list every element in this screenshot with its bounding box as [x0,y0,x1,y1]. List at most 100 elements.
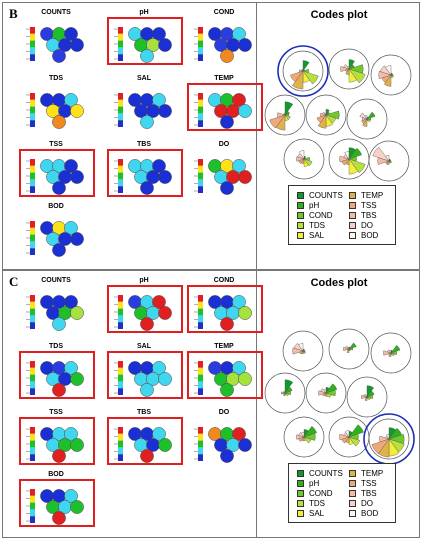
colorbar-segment [30,179,35,187]
map-unit [70,104,84,118]
map-title: TEMP [214,343,234,350]
codebook-wedge [284,386,293,394]
colorbar-segment [30,433,35,441]
codebook-wedge [343,346,350,352]
map-unit [52,383,66,397]
legend-item: COUNTS [297,191,343,201]
colorbar-segment [198,374,203,382]
colorbar-segment [118,33,123,41]
codebook-wedge [385,155,390,162]
codebook-wedge [284,392,289,397]
colorbar-segment [30,54,35,61]
codebook-wedge [365,394,368,398]
codebook-wedge [292,347,304,355]
codebook-wedge [348,347,353,351]
highlight-frame [107,351,183,399]
legend-item: pH [297,201,319,211]
colorbar-segment [118,179,123,187]
codebook-wedge [303,158,313,167]
codebook-wedge [390,350,397,356]
colorbar-segment [30,315,35,323]
colorbar-segment [198,179,203,187]
colorbar-segment [118,54,123,61]
legend-item: COND [297,489,333,499]
colorbar-segment [198,322,203,329]
codebook-wedge [318,390,327,396]
map-title: COUNTS [41,9,71,16]
map-unit [152,159,166,173]
codebook-wedge [348,158,366,174]
codebook-wedge [361,118,368,124]
map-unit [158,170,172,184]
codebook-wedge [283,390,286,394]
legend-swatch [297,212,304,219]
map-title: TDS [49,75,63,82]
codebook-wedge [385,65,392,76]
codebook-wedge [361,394,368,400]
map-unit [158,372,172,386]
legend-label: SAL [309,231,325,240]
highlight-ring [277,45,329,97]
legend-label: COND [309,211,333,220]
codebook-wedge [344,430,350,438]
colorbar-segment [118,106,123,114]
legend-item: SAL [297,509,324,519]
colorbar-segment [30,234,35,242]
codebook-unit [328,328,370,370]
colorbar-segment [198,433,203,441]
codebook-wedge [284,379,294,394]
colorbar-segment [118,440,123,448]
property-map [26,159,84,195]
codebook-wedge [296,156,305,162]
colorbar-segment [30,509,35,517]
legend-swatch [349,480,356,487]
colorbar-segment [198,381,203,389]
colorbar-segment [118,165,123,173]
colorbar-segment [118,374,123,382]
property-map [26,93,84,129]
legend-label: TEMP [361,191,384,200]
colorbar-segment [118,427,123,434]
map-unit [140,317,154,331]
map-unit [152,27,166,41]
colorbar-segment [118,172,123,180]
colorbar-segment [30,172,35,180]
map-unit [70,306,84,320]
property-map [114,427,172,463]
legend-item: TEMP [349,191,383,201]
map-unit [232,27,246,41]
codebook-unit [370,54,412,96]
colorbar-segment [30,301,35,309]
map-title: SAL [137,343,151,350]
codebook-unit [283,138,325,180]
map-unit [152,295,166,309]
colorbar-segment [198,367,203,375]
map-unit [152,361,166,375]
property-map [26,295,84,331]
colorbar-segment [30,440,35,448]
codebook-wedge [345,345,350,350]
codebook-wedge [340,66,350,72]
codebook-wedge [366,394,373,400]
colorbar-segment [30,489,35,496]
codebook-wedge [320,112,327,118]
codebook-wedge [325,110,340,120]
colorbar-segment [30,241,35,249]
map-unit [64,27,78,41]
codebook-wedge [303,158,309,167]
legend-label: COUNTS [309,191,343,200]
map-unit [70,438,84,452]
legend-label: TBS [361,211,377,220]
codebook-wedge [366,396,371,401]
map-unit [232,427,246,441]
colorbar-segment [30,447,35,455]
highlight-frame [107,417,183,465]
legend-swatch [297,500,304,507]
codebook-wedge [362,118,368,127]
codebook-wedge [302,60,310,72]
colorbar-segment [30,93,35,100]
map-title: TSS [49,141,63,148]
codebook-wedge [348,424,364,438]
colorbar-segment [118,120,123,127]
